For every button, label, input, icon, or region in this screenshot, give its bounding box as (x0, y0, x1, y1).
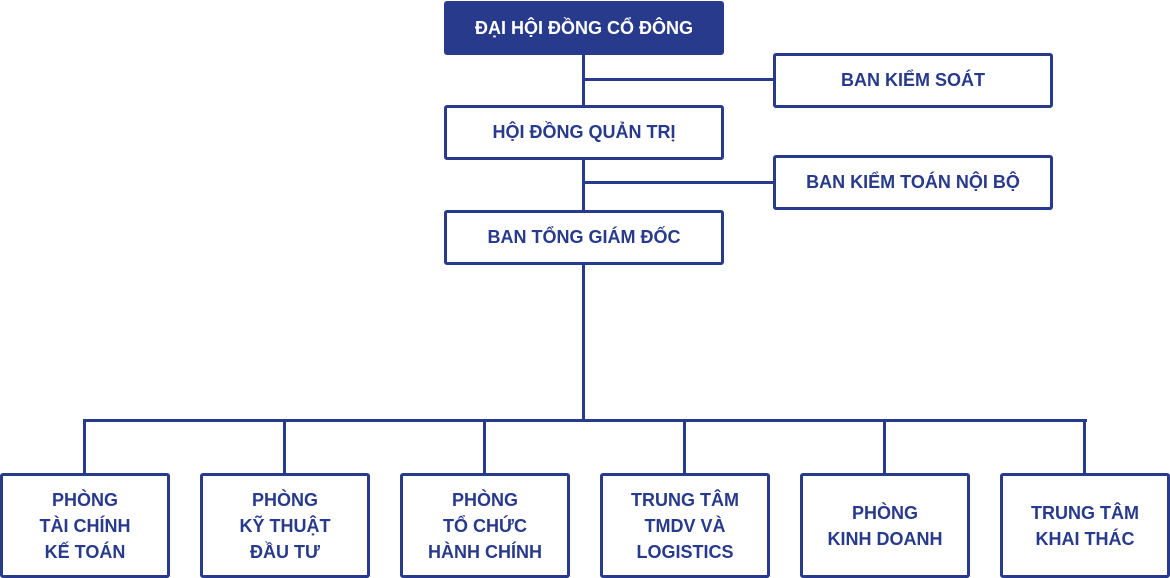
department-box-engineering: PHÒNG KỸ THUẬT ĐẦU TƯ (200, 473, 370, 578)
connector-internal-audit (585, 181, 775, 184)
connector-departments-horizontal (83, 419, 1087, 422)
connector-dept-4 (683, 419, 686, 475)
department-line: KINH DOANH (827, 528, 943, 549)
supervisory-label: BAN KIỂM SOÁT (841, 70, 985, 90)
department-line: TÀI CHÍNH (39, 515, 131, 536)
connector-supervisory (585, 78, 775, 81)
department-box-sales: PHÒNG KINH DOANH (800, 473, 970, 578)
department-line: TRUNG TÂM (631, 489, 739, 510)
department-box-logistics: TRUNG TÂM TMDV VÀ LOGISTICS (600, 473, 770, 578)
department-box-finance: PHÒNG TÀI CHÍNH KẾ TOÁN (0, 473, 170, 578)
department-line: KHAI THÁC (1035, 528, 1135, 549)
board-box: HỘI ĐỒNG QUẢN TRỊ (444, 105, 724, 160)
department-line: HÀNH CHÍNH (428, 541, 542, 562)
department-line: TỔ CHỨC (443, 515, 527, 536)
connector-dept-1 (83, 419, 86, 475)
shareholders-label: ĐẠI HỘI ĐỒNG CỔ ĐÔNG (474, 17, 693, 38)
department-line: PHÒNG (251, 489, 318, 510)
shareholders-box: ĐẠI HỘI ĐỒNG CỔ ĐÔNG (444, 1, 724, 55)
department-line: KẾ TOÁN (44, 541, 126, 562)
management-box: BAN TỔNG GIÁM ĐỐC (444, 210, 724, 265)
department-line: PHÒNG (51, 489, 118, 510)
department-line: ĐẦU TƯ (250, 541, 320, 562)
management-label: BAN TỔNG GIÁM ĐỐC (487, 227, 681, 247)
department-box-operations: TRUNG TÂM KHAI THÁC (1000, 473, 1170, 578)
department-line: PHÒNG (851, 502, 918, 523)
supervisory-box: BAN KIỂM SOÁT (773, 53, 1053, 108)
connector-dept-2 (283, 419, 286, 475)
department-box-administration: PHÒNG TỔ CHỨC HÀNH CHÍNH (400, 473, 570, 578)
board-label: HỘI ĐỒNG QUẢN TRỊ (492, 122, 676, 142)
department-line: KỸ THUẬT (239, 515, 331, 536)
department-line: LOGISTICS (636, 541, 734, 562)
department-line: PHÒNG (451, 489, 518, 510)
department-line: TRUNG TÂM (1031, 502, 1139, 523)
connector-dept-6 (1083, 419, 1086, 475)
connector-dept-5 (883, 419, 886, 475)
department-line: TMDV VÀ (644, 515, 726, 536)
connector-dept-3 (483, 419, 486, 475)
internal-audit-label: BAN KIỂM TOÁN NỘI BỘ (806, 172, 1020, 192)
internal-audit-box: BAN KIỂM TOÁN NỘI BỘ (773, 155, 1053, 210)
